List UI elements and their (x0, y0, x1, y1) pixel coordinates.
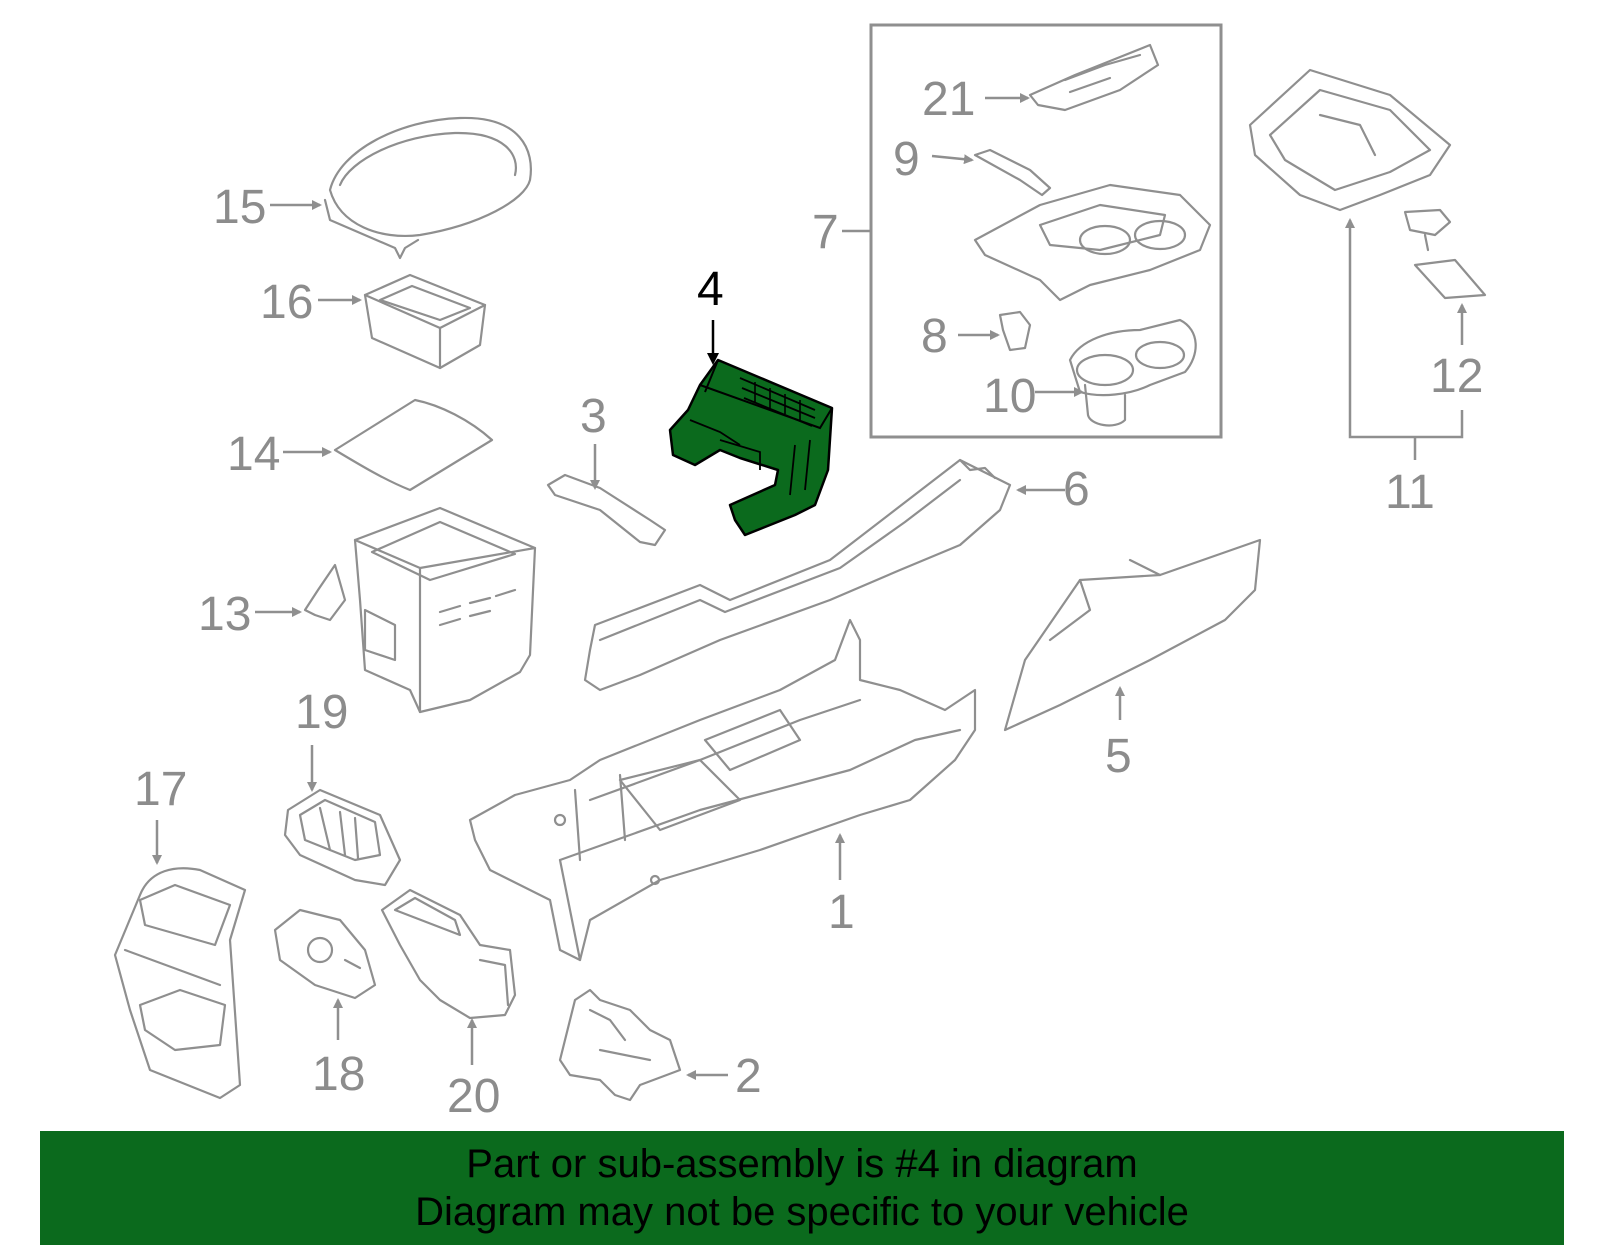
callout-10: 10 (983, 370, 1036, 423)
part-20-air-duct[interactable] (380, 888, 517, 1020)
callout-13: 13 (198, 588, 251, 641)
part-6-side-trim[interactable] (583, 458, 1012, 692)
part-16-storage-tray[interactable] (363, 273, 487, 370)
callout-4: 4 (697, 263, 724, 316)
parts-diagram: 15 16 14 13 3 4 6 7 21 9 8 10 12 11 5 1 … (113, 23, 1487, 1123)
part-14-mat[interactable] (333, 398, 494, 492)
callout-15: 15 (213, 181, 266, 234)
part-2-bracket[interactable] (558, 988, 682, 1102)
part-21-trim-plate[interactable] (1028, 43, 1160, 112)
callout-2: 2 (735, 1050, 762, 1103)
part-8-clip[interactable] (998, 310, 1032, 352)
part-9-trim-strip[interactable] (973, 148, 1052, 197)
callout-3: 3 (580, 390, 607, 443)
callout-21: 21 (922, 73, 975, 126)
leader-lines (152, 93, 1467, 1080)
callout-20: 20 (447, 1070, 500, 1123)
callout-6: 6 (1063, 463, 1090, 516)
part-3-trim-strip[interactable] (546, 473, 667, 547)
callout-17: 17 (134, 763, 187, 816)
callout-19: 19 (295, 686, 348, 739)
callout-1: 1 (828, 886, 855, 939)
part-7-upper-trim[interactable] (973, 183, 1212, 302)
part-17-rear-panel[interactable] (113, 867, 247, 1100)
callout-12: 12 (1430, 350, 1483, 403)
callout-16: 16 (260, 276, 313, 329)
callout-9: 9 (893, 133, 920, 186)
banner-line-part: Part or sub-assembly is #4 in diagram (466, 1142, 1138, 1186)
callout-labels: 15 16 14 13 3 4 6 7 21 9 8 10 12 11 5 1 … (134, 73, 1483, 1123)
part-11-upper-bracket[interactable] (1248, 68, 1452, 212)
part-5-side-panel[interactable] (1003, 538, 1262, 732)
part-18-switch-panel[interactable] (273, 908, 377, 1000)
part-10-cup-holder[interactable] (1068, 318, 1197, 427)
info-banner: Part or sub-assembly is #4 in diagram Di… (40, 1131, 1564, 1245)
part-15-armrest-lid[interactable] (323, 116, 532, 260)
part-19-air-vent[interactable] (283, 788, 402, 887)
part-12-clip[interactable] (1403, 208, 1487, 300)
callout-11: 11 (1385, 466, 1435, 519)
callout-5: 5 (1105, 730, 1132, 783)
callout-14: 14 (227, 428, 280, 481)
part-1-console-body[interactable] (468, 618, 977, 962)
callout-18: 18 (312, 1048, 365, 1101)
part-13-console-box[interactable] (303, 506, 537, 714)
callout-8: 8 (921, 310, 948, 363)
part-4-bracket-highlighted[interactable] (668, 358, 834, 537)
banner-line-disclaimer: Diagram may not be specific to your vehi… (415, 1190, 1189, 1234)
callout-7: 7 (812, 206, 839, 259)
